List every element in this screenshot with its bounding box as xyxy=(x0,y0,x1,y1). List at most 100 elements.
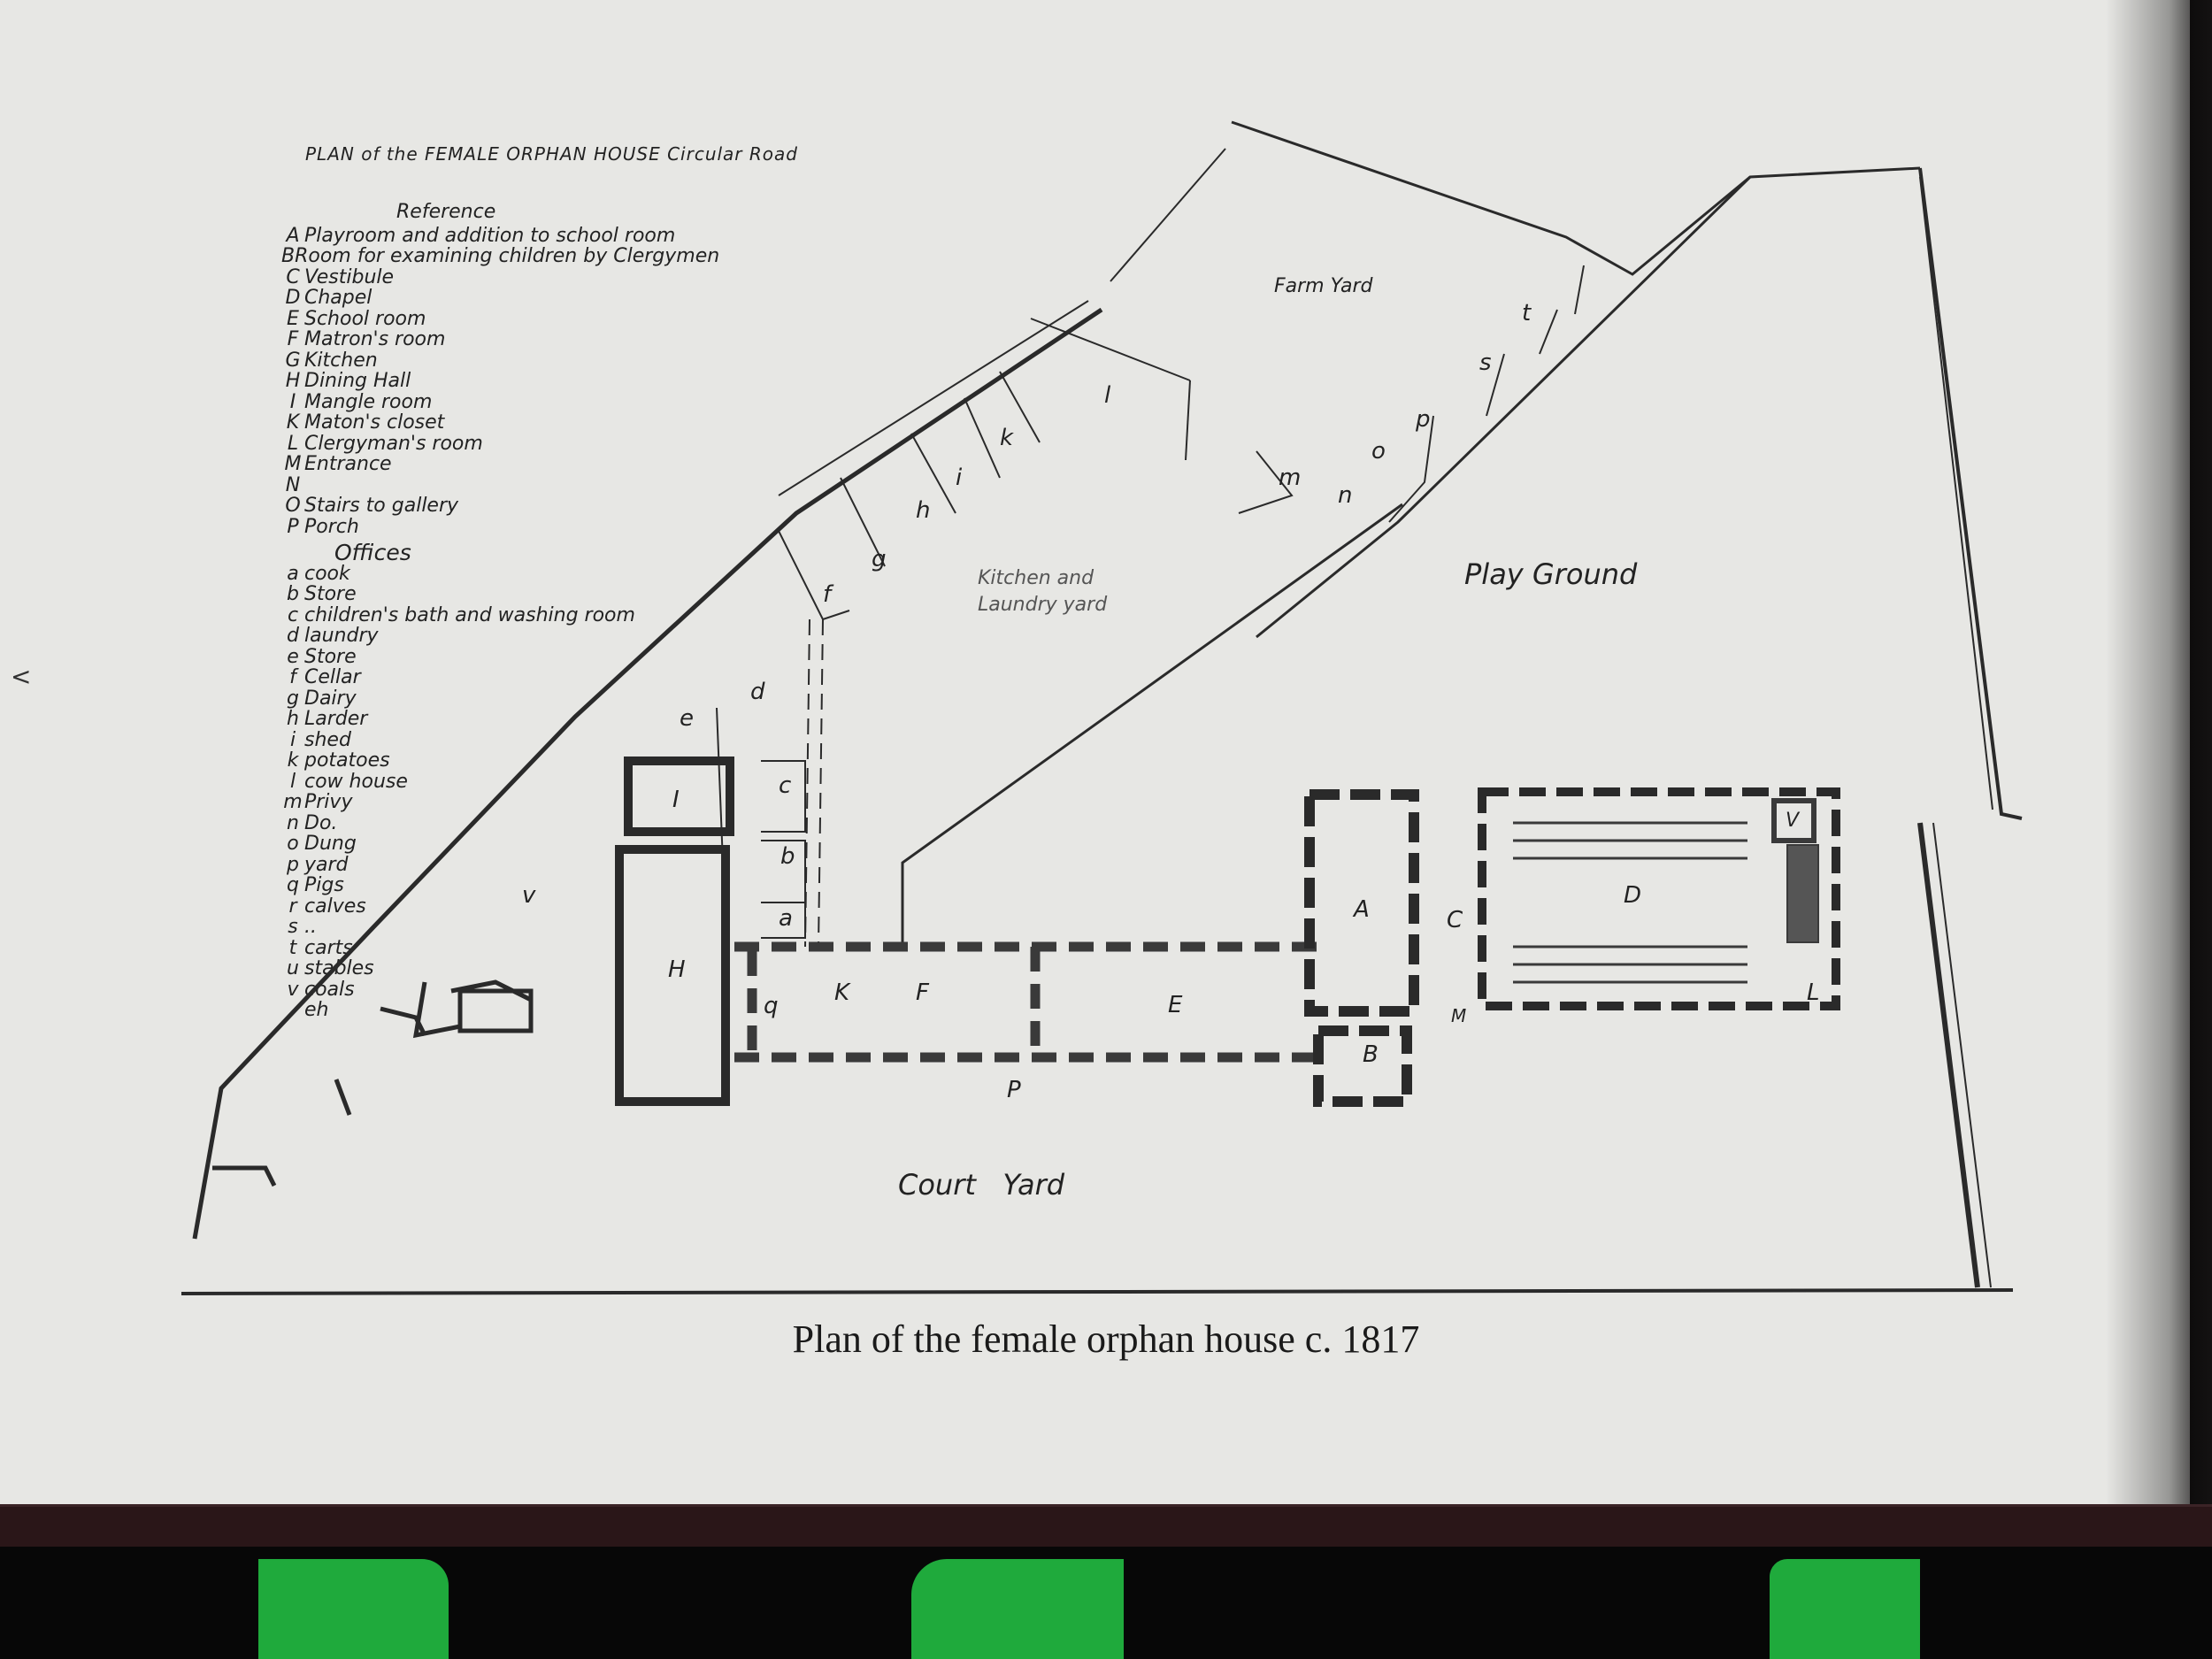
office-label-t: t xyxy=(1522,300,1532,326)
office-label-k: k xyxy=(1000,425,1014,451)
book-cover-edge xyxy=(0,1504,2212,1549)
book-page xyxy=(0,0,2190,1504)
room-H xyxy=(615,845,730,1106)
office-label-f: f xyxy=(823,581,834,608)
office-label: laundry xyxy=(304,625,379,647)
reference-key: I xyxy=(289,390,296,413)
office-key: n xyxy=(287,811,299,834)
office-label-d: d xyxy=(750,679,765,705)
office-label: Privy xyxy=(304,791,353,813)
reference-label: Matron's room xyxy=(304,328,446,350)
office-key: b xyxy=(287,583,299,605)
office-key: r xyxy=(288,895,297,918)
green-bookmark-tab xyxy=(1770,1559,1920,1659)
room-I xyxy=(624,757,734,836)
room-label-E: E xyxy=(1168,992,1183,1018)
office-label: shed xyxy=(304,728,351,751)
office-key: t xyxy=(288,936,297,959)
reference-key: C xyxy=(286,265,300,288)
room-D xyxy=(1478,787,1840,1010)
room-label-V: V xyxy=(1786,810,1801,832)
office-label: Pigs xyxy=(304,874,344,896)
office-key: a xyxy=(287,562,299,585)
office-key: g xyxy=(287,687,299,710)
reference-label: Vestibule xyxy=(304,265,395,288)
office-label: Cellar xyxy=(304,666,361,688)
office-label: children's bath and washing room xyxy=(304,603,635,626)
office-label-a: a xyxy=(779,905,793,932)
reference-label: Kitchen xyxy=(304,349,378,372)
reference-label: Maton's closet xyxy=(304,411,445,434)
reference-key: B xyxy=(281,245,296,267)
office-label-o: o xyxy=(1371,438,1386,465)
page-edge-shadow xyxy=(2106,0,2212,1504)
margin-mark: < xyxy=(11,662,32,691)
office-key: l xyxy=(289,770,296,793)
office-entry: f Cellar xyxy=(281,667,706,688)
office-key: p xyxy=(287,853,299,876)
reference-entry: N xyxy=(281,473,706,496)
office-key: q xyxy=(287,874,299,896)
reference-key: L xyxy=(287,432,299,455)
diagonal-wall xyxy=(192,307,1103,1240)
reference-key: O xyxy=(285,495,301,517)
reference-key: H xyxy=(285,370,301,392)
green-bookmark-tab xyxy=(258,1559,449,1659)
reference-label: Dining Hall xyxy=(304,370,411,392)
office-label: Store xyxy=(304,583,357,605)
office-label-h: h xyxy=(916,497,930,524)
office-entry: s.. xyxy=(281,917,706,938)
reference-label: Chapel xyxy=(304,287,373,309)
office-key: m xyxy=(283,791,303,813)
office-key: f xyxy=(289,666,296,688)
office-key: v xyxy=(287,978,299,1001)
reference-key: D xyxy=(285,287,301,309)
office-label-q: q xyxy=(764,993,779,1019)
room-label-D: D xyxy=(1624,882,1641,909)
reference-label: Entrance xyxy=(304,453,392,475)
room-label-M: M xyxy=(1451,1005,1466,1026)
office-label-i: i xyxy=(956,465,963,491)
office-label-b: b xyxy=(780,843,795,870)
room-label-P: P xyxy=(1007,1077,1021,1103)
reference-heading: Reference xyxy=(396,201,496,223)
office-label: stables xyxy=(304,957,374,979)
office-key: o xyxy=(287,833,299,855)
court-yard-label: Court Yard xyxy=(898,1168,1065,1202)
room-label-F: F xyxy=(916,979,930,1006)
office-label: Dairy xyxy=(304,687,357,710)
reference-key: G xyxy=(285,349,301,372)
plan-title: PLAN of the FEMALE ORPHAN HOUSE Circular… xyxy=(305,143,798,165)
office-key: h xyxy=(287,708,299,730)
room-A xyxy=(1304,789,1419,1017)
office-key: i xyxy=(289,728,296,751)
office-label-c: c xyxy=(779,772,791,799)
office-label-e: e xyxy=(680,705,694,732)
kitchen-yard-label-1: Kitchen and xyxy=(978,567,1094,589)
reference-key: E xyxy=(287,307,299,330)
reference-key: N xyxy=(285,473,301,496)
room-label-C: C xyxy=(1447,907,1463,933)
reference-key: A xyxy=(286,224,300,247)
office-label-g: g xyxy=(872,546,887,572)
reference-key: F xyxy=(287,328,299,350)
office-label-l: l xyxy=(1104,382,1111,409)
